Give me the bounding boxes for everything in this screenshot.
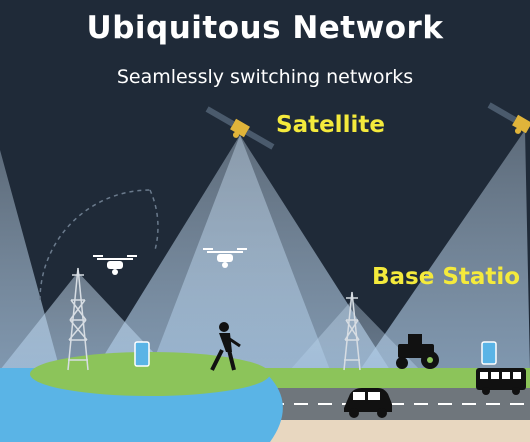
sidewalk	[255, 420, 530, 442]
satellite-label: Satellite	[276, 112, 385, 138]
drone-icon	[203, 248, 247, 268]
satellite-beam-right	[360, 130, 530, 370]
smartphone-icon	[481, 341, 497, 365]
bus-icon	[476, 368, 526, 395]
grass-island	[30, 352, 270, 396]
cell-tower-icon	[343, 291, 361, 371]
satellite-icon	[487, 102, 530, 134]
satellite-icon	[205, 106, 275, 150]
drone-icon	[93, 255, 137, 275]
person-icon	[210, 322, 241, 371]
smartphone-icon	[134, 341, 150, 367]
cell-tower-icon	[67, 267, 89, 371]
base-station-label: Base Statio	[372, 264, 521, 290]
page-subtitle: Seamlessly switching networks	[116, 66, 414, 88]
car-icon	[344, 388, 392, 418]
page-title: Ubiquitous Network	[86, 10, 444, 46]
signal-arc-2	[149, 189, 159, 251]
tractor-icon	[396, 334, 439, 369]
